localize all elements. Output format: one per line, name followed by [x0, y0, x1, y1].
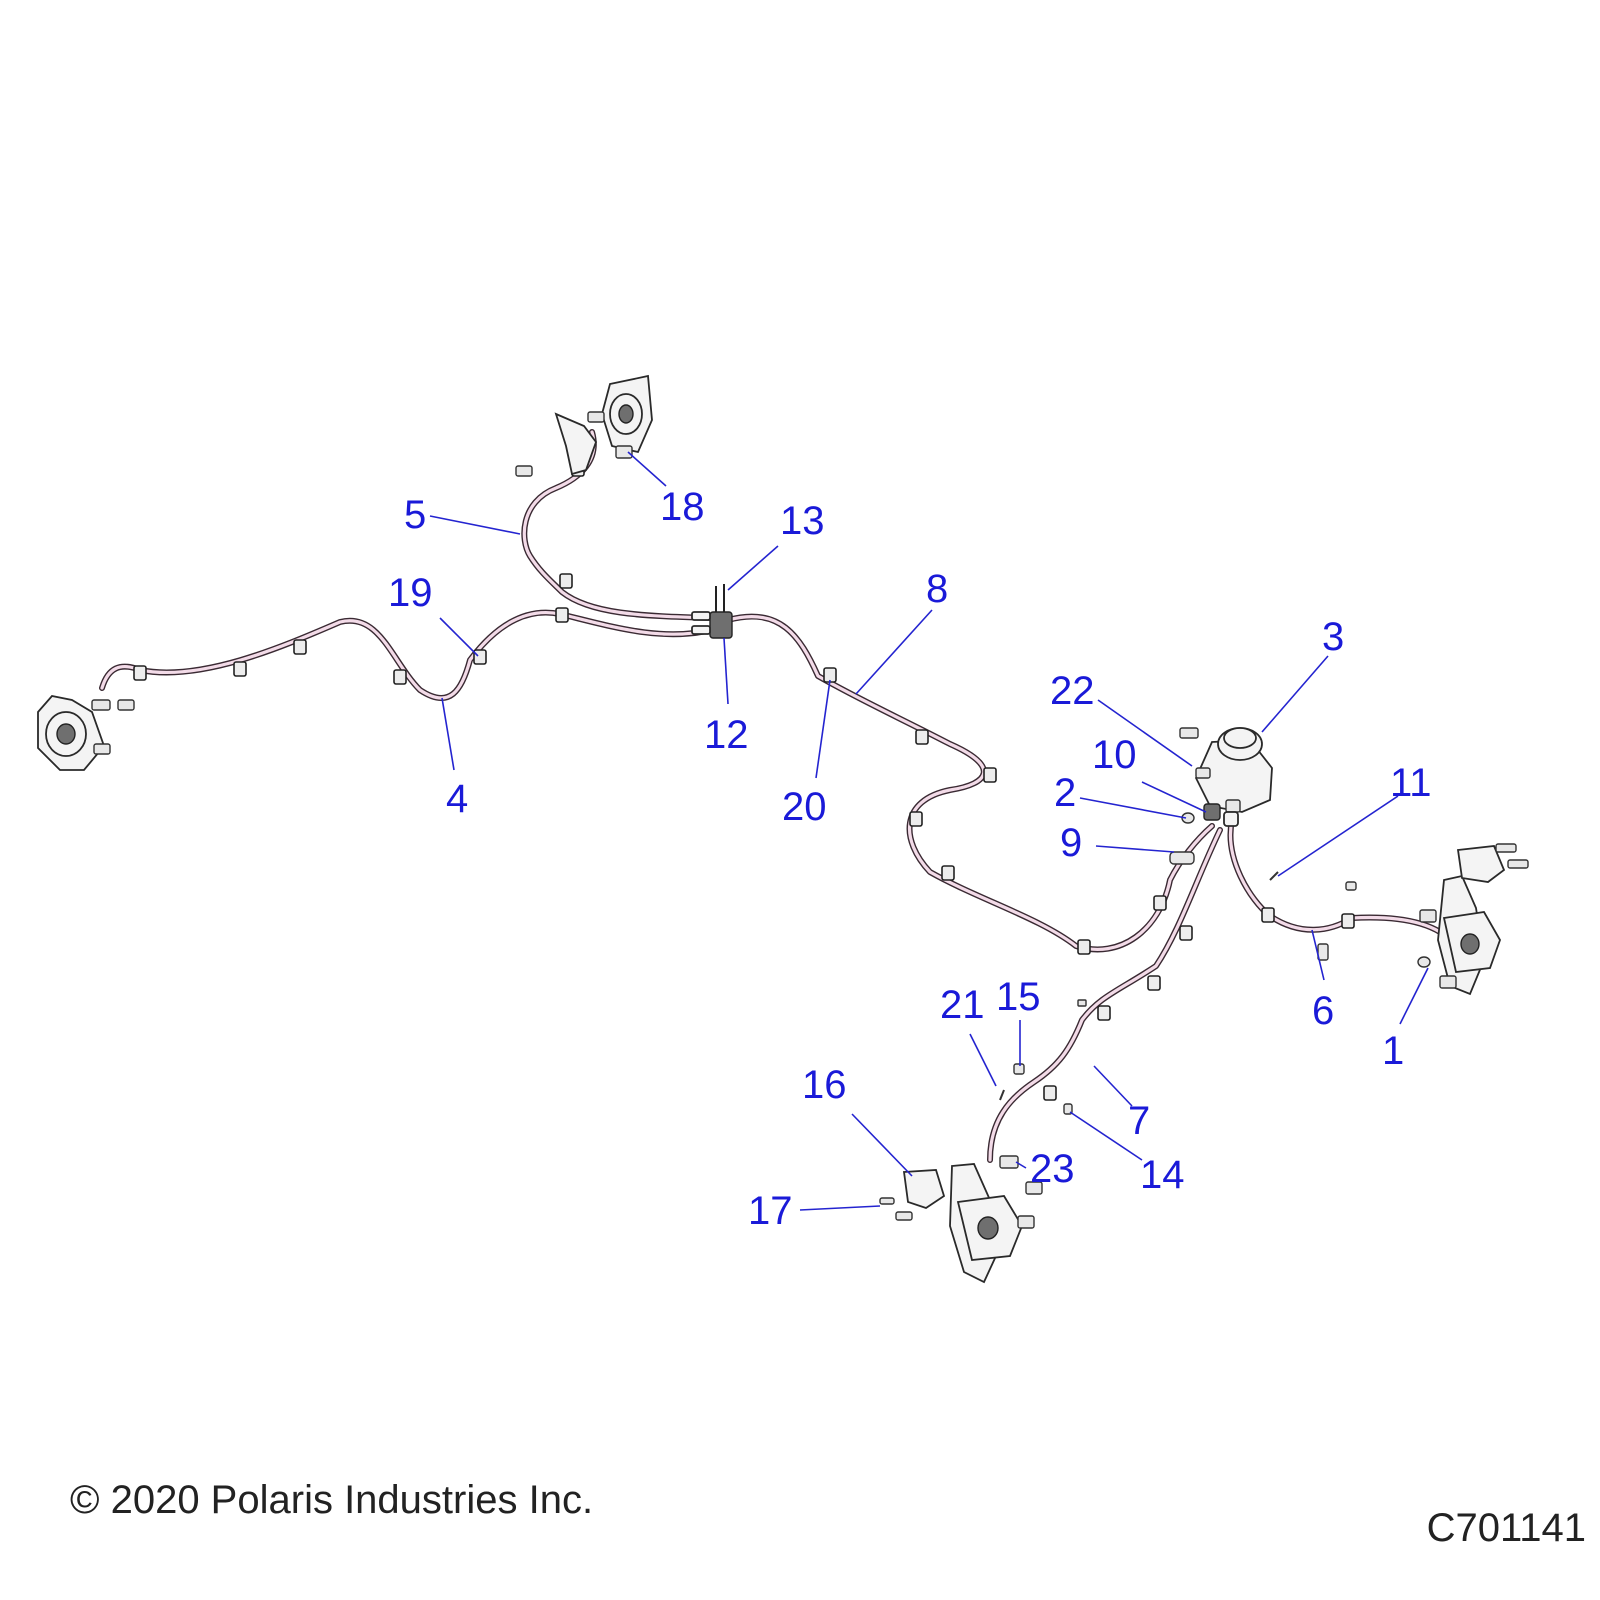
- junction-block: [691, 584, 733, 639]
- leader-18: [627, 451, 667, 487]
- callout-4: 4: [446, 777, 468, 821]
- leader-lines: [429, 451, 1429, 1211]
- copyright-notice: © 2020 Polaris Industries Inc.: [70, 1478, 594, 1522]
- line-clips: [133, 461, 1355, 1101]
- leader-14: [1069, 1111, 1143, 1161]
- callout-13: 13: [780, 499, 825, 543]
- line-clip: [909, 811, 923, 827]
- brake-line-4: [99, 609, 715, 701]
- leader-9: [1095, 845, 1175, 853]
- leader-4: [441, 697, 455, 771]
- line-clip: [473, 649, 487, 665]
- leader-13: [727, 545, 779, 591]
- leader-1: [1399, 967, 1429, 1025]
- callout-10: 10: [1092, 733, 1137, 777]
- line-clip: [555, 607, 569, 623]
- brake-line-8: [725, 613, 1215, 953]
- line-clip: [823, 667, 837, 683]
- leader-10: [1141, 781, 1207, 813]
- line-clip: [559, 573, 573, 589]
- callout-2: 2: [1054, 771, 1076, 815]
- line-clip: [1043, 1085, 1057, 1101]
- leader-16: [851, 1113, 913, 1177]
- leader-21: [969, 1033, 997, 1087]
- callout-23: 23: [1030, 1147, 1075, 1191]
- leader-8: [855, 609, 933, 695]
- leader-22: [1097, 699, 1193, 767]
- leader-7: [1093, 1065, 1133, 1107]
- line-clip: [1153, 895, 1167, 911]
- callout-1: 1: [1382, 1029, 1404, 1073]
- left-caliper: [37, 695, 135, 771]
- callout-14: 14: [1140, 1153, 1185, 1197]
- callout-22: 22: [1050, 669, 1095, 713]
- line-clip: [393, 669, 407, 685]
- leader-3: [1261, 655, 1329, 733]
- top-caliper: [515, 374, 653, 477]
- leader-12: [723, 637, 729, 705]
- leader-5: [429, 515, 521, 535]
- leader-11: [1277, 795, 1399, 877]
- line-clip: [293, 639, 307, 655]
- line-clip: [983, 767, 997, 783]
- callout-16: 16: [802, 1063, 847, 1107]
- line-clip: [1147, 975, 1161, 991]
- callout-labels: 1 2 3 4 5 6 7 8 9 10 11 12 13 14 15 16 1…: [388, 485, 1432, 1233]
- callout-6: 6: [1312, 989, 1334, 1033]
- callout-15: 15: [996, 975, 1041, 1019]
- leader-6: [1311, 929, 1325, 981]
- right-caliper: [1317, 843, 1529, 996]
- callout-21: 21: [940, 983, 985, 1027]
- line-clip: [1261, 907, 1275, 923]
- diagram-id: C701141: [1426, 1506, 1586, 1550]
- leader-2: [1079, 797, 1187, 819]
- callout-7: 7: [1128, 1099, 1150, 1143]
- callout-12: 12: [704, 713, 749, 757]
- line-clip: [1077, 939, 1091, 955]
- leader-23: [1015, 1161, 1027, 1169]
- leader-17: [799, 1205, 881, 1211]
- callout-20: 20: [782, 785, 827, 829]
- callout-8: 8: [926, 567, 948, 611]
- callout-18: 18: [660, 485, 705, 529]
- lower-caliper: [879, 999, 1087, 1284]
- callout-5: 5: [404, 493, 426, 537]
- fittings-center: [1169, 803, 1357, 891]
- line-clip: [233, 661, 247, 677]
- callout-9: 9: [1060, 821, 1082, 865]
- callout-17: 17: [748, 1189, 793, 1233]
- line-clip: [133, 665, 147, 681]
- callout-3: 3: [1322, 615, 1344, 659]
- leader-20: [815, 679, 831, 779]
- callout-19: 19: [388, 571, 433, 615]
- leader-19: [439, 617, 479, 657]
- line-clip: [915, 729, 929, 745]
- line-clip: [1341, 913, 1355, 929]
- line-clip: [1097, 1005, 1111, 1021]
- line-clip: [941, 865, 955, 881]
- callout-11: 11: [1390, 761, 1432, 805]
- master-cylinder: [1179, 727, 1273, 813]
- line-clip: [1179, 925, 1193, 941]
